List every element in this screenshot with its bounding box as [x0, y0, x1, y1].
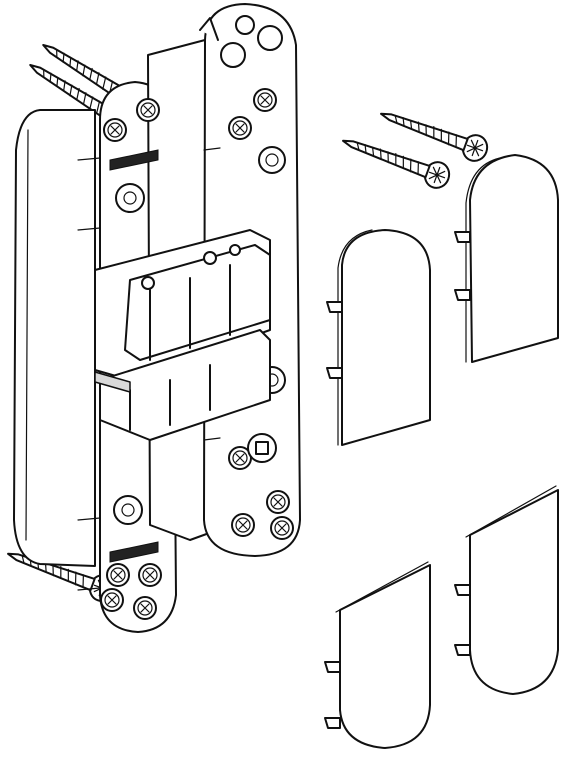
concealed-hinge [13, 3, 301, 633]
hinge-left-housing [13, 109, 96, 567]
cover-cap-bottom-left [324, 561, 431, 749]
cover-cap-bottom-right [454, 485, 559, 695]
cover-cap-top-right [454, 154, 559, 363]
hinge-knuckle-arms [94, 229, 271, 441]
cover-cap-top-left [326, 229, 431, 446]
